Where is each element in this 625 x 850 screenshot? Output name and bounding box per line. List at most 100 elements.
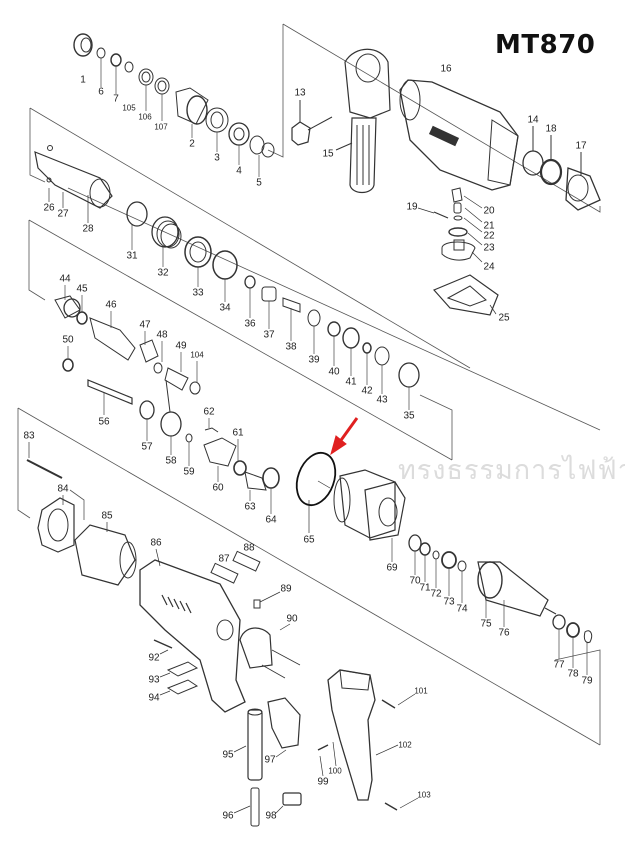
- part-label-70: 70: [409, 575, 421, 587]
- part-label-44: 44: [59, 273, 71, 285]
- part-label-5: 5: [256, 177, 262, 189]
- part-label-25: 25: [498, 312, 510, 324]
- part-label-79: 79: [581, 675, 593, 687]
- part-label-75: 75: [480, 618, 492, 630]
- part-label-23: 23: [483, 242, 495, 254]
- part-label-19: 19: [406, 201, 418, 213]
- part-label-43: 43: [376, 394, 388, 406]
- red-arrow-icon: [330, 417, 359, 456]
- part-label-88: 88: [243, 542, 255, 554]
- motor-row: [333, 469, 593, 675]
- part-label-98: 98: [265, 810, 277, 822]
- part-label-83: 83: [23, 430, 35, 442]
- rear-handle: [327, 669, 419, 811]
- part-label-64: 64: [265, 514, 277, 526]
- part-label-21: 21: [483, 220, 495, 232]
- part-label-14: 14: [527, 114, 539, 126]
- part-label-63: 63: [244, 501, 256, 513]
- spring-and-bearing-row: [126, 201, 420, 410]
- part-label-59: 59: [183, 466, 195, 478]
- part-label-58: 58: [165, 455, 177, 467]
- motor-housing-group: [26, 442, 337, 827]
- part-label-7: 7: [113, 93, 119, 105]
- part-label-39: 39: [308, 354, 320, 366]
- gear-row: [87, 379, 280, 514]
- part-label-42: 42: [361, 385, 373, 397]
- part-label-105: 105: [122, 103, 136, 113]
- part-label-22: 22: [483, 230, 495, 242]
- part-label-78: 78: [567, 668, 579, 680]
- part-label-73: 73: [443, 596, 455, 608]
- part-label-90: 90: [286, 613, 298, 625]
- crank-row: [54, 285, 201, 395]
- part-label-37: 37: [263, 329, 275, 341]
- part-label-16: 16: [440, 63, 452, 75]
- part-label-48: 48: [156, 329, 168, 341]
- part-label-87: 87: [218, 553, 230, 565]
- part-label-60: 60: [212, 482, 224, 494]
- part-label-32: 32: [157, 267, 169, 279]
- part-label-84: 84: [57, 483, 69, 495]
- part-label-45: 45: [76, 283, 88, 295]
- part-label-65: 65: [303, 534, 315, 546]
- part-label-3: 3: [214, 152, 220, 164]
- part-label-6: 6: [98, 86, 104, 98]
- part-label-36: 36: [244, 318, 256, 330]
- model-title: MT870: [495, 30, 596, 60]
- part-label-93: 93: [148, 674, 160, 686]
- part-label-47: 47: [139, 319, 151, 331]
- part-label-94: 94: [148, 692, 160, 704]
- part-label-95: 95: [222, 749, 234, 761]
- part-label-61: 61: [232, 427, 244, 439]
- part-label-31: 31: [126, 250, 138, 262]
- part-label-101: 101: [414, 686, 428, 696]
- part-label-76: 76: [498, 627, 510, 639]
- gear-housing-16: [399, 79, 601, 211]
- part-label-28: 28: [82, 223, 94, 235]
- o-ring-65-highlighted: [295, 417, 359, 533]
- part-label-35: 35: [403, 410, 415, 422]
- part-label-15: 15: [322, 148, 334, 160]
- part-label-49: 49: [175, 340, 187, 352]
- part-label-97: 97: [264, 754, 276, 766]
- part-label-72: 72: [430, 588, 442, 600]
- side-handle-group: [291, 48, 391, 194]
- part-label-46: 46: [105, 299, 117, 311]
- part-label-62: 62: [203, 406, 215, 418]
- part-label-20: 20: [483, 205, 495, 217]
- part-label-106: 106: [138, 112, 152, 122]
- leader-lines-top: [100, 58, 260, 177]
- part-label-107: 107: [154, 122, 168, 132]
- watermark-text: ทรงธรรมการไฟฟ้า: [398, 455, 625, 486]
- tool-holder: [34, 145, 113, 223]
- part-label-1: 1: [80, 74, 86, 86]
- part-label-102: 102: [398, 740, 412, 750]
- part-label-71: 71: [419, 582, 431, 594]
- part-label-27: 27: [57, 208, 69, 220]
- part-label-86: 86: [150, 537, 162, 549]
- cap-parts: [417, 187, 499, 316]
- part-label-74: 74: [456, 603, 468, 615]
- part-label-41: 41: [345, 376, 357, 388]
- part-label-38: 38: [285, 341, 297, 353]
- assembly-frame-lines: [17, 23, 601, 746]
- part-label-69: 69: [386, 562, 398, 574]
- part-label-96: 96: [222, 810, 234, 822]
- part-label-50: 50: [62, 334, 74, 346]
- part-label-4: 4: [236, 165, 242, 177]
- part-label-99: 99: [317, 776, 329, 788]
- part-label-13: 13: [294, 87, 306, 99]
- part-label-2: 2: [189, 138, 195, 150]
- part-label-103: 103: [417, 790, 431, 800]
- part-label-17: 17: [575, 140, 587, 152]
- part-label-89: 89: [280, 583, 292, 595]
- part-label-24: 24: [483, 261, 495, 273]
- part-label-18: 18: [545, 123, 557, 135]
- part-label-77: 77: [553, 659, 565, 671]
- part-label-40: 40: [328, 366, 340, 378]
- part-label-100: 100: [328, 766, 342, 776]
- part-label-57: 57: [141, 441, 153, 453]
- part-label-26: 26: [43, 202, 55, 214]
